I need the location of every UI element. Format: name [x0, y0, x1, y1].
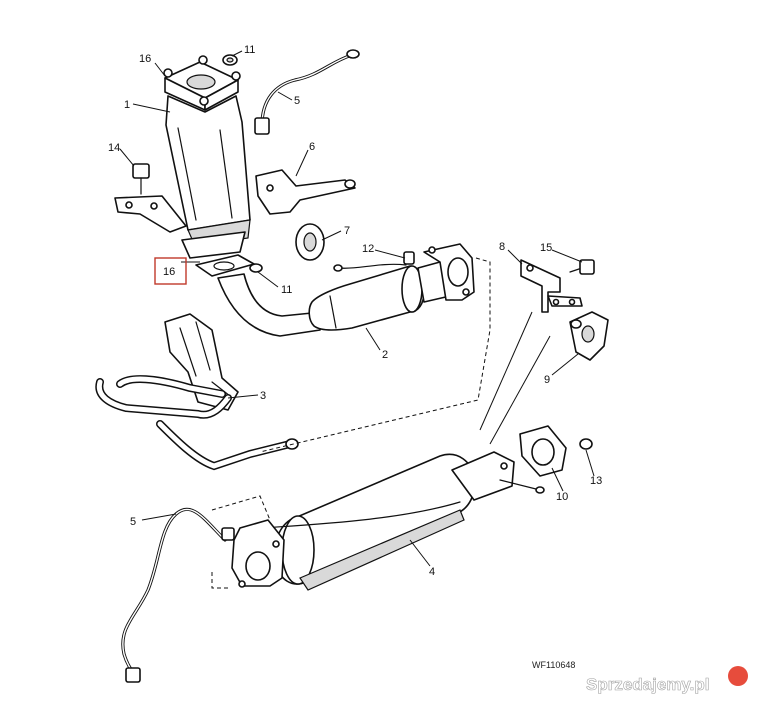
part-9-mount	[569, 311, 609, 361]
part-11-nut-lower	[249, 263, 263, 273]
callout-leaders	[119, 50, 595, 567]
assembly-guide-lines	[211, 257, 551, 589]
callout-16-highlighted: 16	[163, 266, 175, 278]
part-6-bracket	[255, 169, 356, 215]
part-8-bracket	[520, 259, 583, 313]
callout-13: 13	[590, 475, 602, 487]
callout-1: 1	[124, 99, 130, 111]
callout-11-lower: 11	[281, 284, 292, 296]
part-7-rubber-mount	[295, 223, 325, 261]
callout-7: 7	[344, 225, 350, 237]
watermark-badge-icon	[728, 666, 748, 686]
callout-12: 12	[362, 243, 374, 255]
callout-9: 9	[544, 374, 550, 386]
callout-4: 4	[429, 566, 435, 578]
callout-8: 8	[499, 241, 505, 253]
part-14-bolt	[132, 163, 150, 195]
highlight-box	[154, 257, 187, 285]
part-3-pipe-harness	[95, 375, 299, 471]
part-13-nut	[579, 438, 593, 450]
part-4-rear-assembly	[231, 451, 545, 591]
callout-labels: 16 11 5 1 14 6 7 12 8 15 16 11 2 9 3 10 …	[108, 44, 602, 578]
callout-10: 10	[556, 491, 568, 503]
callout-6: 6	[309, 141, 315, 153]
callout-5-rear: 5	[130, 516, 136, 528]
part-5-oxygen-sensor-top	[254, 49, 360, 135]
part-12-bolt	[403, 251, 415, 265]
watermark-text: Sprzedajemy.pl	[586, 675, 709, 694]
callout-16-top: 16	[139, 53, 151, 65]
part-2-front-pipe	[217, 243, 475, 337]
part-1-catalytic-converter	[114, 55, 251, 259]
callout-3: 3	[260, 390, 266, 402]
part-5-oxygen-sensor-rear	[121, 507, 235, 683]
watermark: Sprzedajemy.pl	[586, 666, 748, 694]
callout-2: 2	[382, 349, 388, 361]
callout-5-top: 5	[294, 95, 300, 107]
part-15-bolt	[569, 259, 595, 275]
callout-15: 15	[540, 242, 552, 254]
callout-11-top: 11	[244, 44, 255, 56]
part-10-gasket	[519, 425, 567, 477]
part-11-nut-top	[222, 54, 238, 66]
part-16-gasket	[195, 254, 255, 277]
callout-14: 14	[108, 142, 120, 154]
part-3-heat-shield	[164, 313, 239, 411]
figure-code: WF110648	[532, 660, 575, 670]
